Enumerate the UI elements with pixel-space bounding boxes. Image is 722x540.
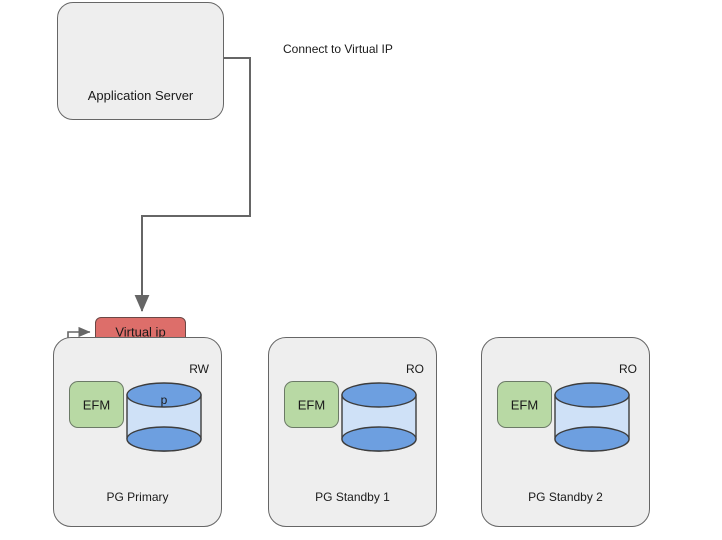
cluster-title-standby-2: PG Standby 2: [528, 490, 603, 504]
mode-badge-standby-1: RO: [406, 362, 424, 376]
cluster-pg-primary[interactable]: RW EFM p PG Primary: [53, 337, 222, 527]
connect-to-virtual-ip-note: Connect to Virtual IP: [283, 42, 393, 56]
efm-node-standby-1[interactable]: EFM: [284, 381, 339, 428]
virtual-ip-label: Virtual ip: [115, 324, 166, 339]
mode-badge-standby-2: RO: [619, 362, 637, 376]
database-cylinder-icon: [341, 382, 417, 452]
efm-node-primary[interactable]: EFM: [69, 381, 124, 428]
application-server-label: Application Server: [87, 88, 194, 103]
database-role-label: p: [160, 393, 168, 407]
connector-app-to-vip: [134, 57, 251, 312]
database-cylinder-standby-1[interactable]: [341, 382, 417, 452]
cluster-pg-standby-1[interactable]: RO EFM PG Standby 1: [268, 337, 437, 527]
application-server-node[interactable]: Application Server: [57, 2, 224, 120]
efm-label: EFM: [297, 397, 326, 412]
database-cylinder-primary[interactable]: p: [126, 382, 202, 452]
cluster-title-primary: PG Primary: [106, 490, 169, 504]
mode-badge-primary: RW: [189, 362, 209, 376]
efm-label: EFM: [510, 397, 539, 412]
cluster-title-standby-1: PG Standby 1: [315, 490, 390, 504]
database-cylinder-standby-2[interactable]: [554, 382, 630, 452]
efm-label: EFM: [82, 397, 111, 412]
database-cylinder-icon: [126, 382, 202, 452]
database-cylinder-icon: [554, 382, 630, 452]
efm-node-standby-2[interactable]: EFM: [497, 381, 552, 428]
cluster-pg-standby-2[interactable]: RO EFM PG Standby 2: [481, 337, 650, 527]
